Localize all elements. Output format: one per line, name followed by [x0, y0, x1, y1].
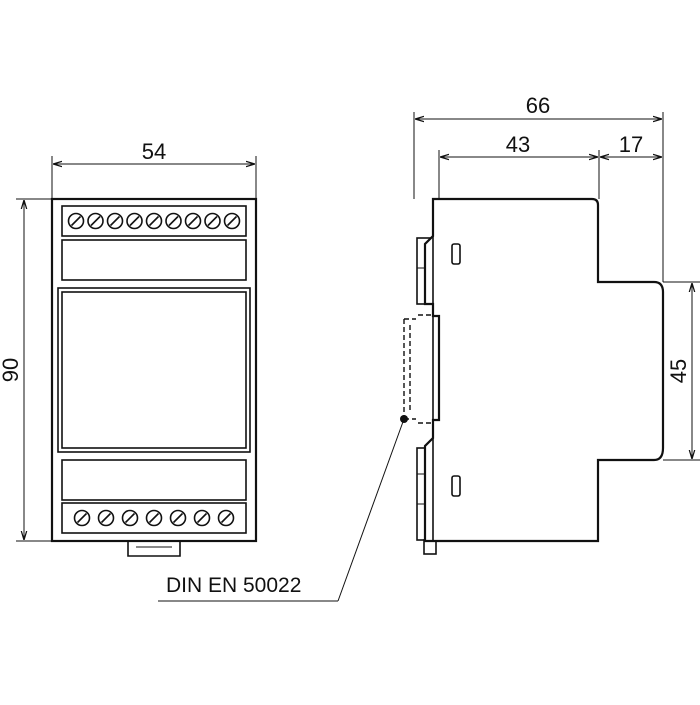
terminal-screw [184, 212, 202, 230]
terminal-screw [145, 212, 163, 230]
screw-slot [90, 215, 101, 227]
screw-slot [100, 512, 112, 524]
body-depth-label: 43 [506, 132, 530, 157]
front-height-label: 45 [666, 359, 691, 383]
screw-slot [226, 215, 238, 227]
din-rail-annotation: DIN EN 50022 [166, 574, 301, 597]
top-terminal-row [67, 212, 241, 230]
upper-label-plate [61, 239, 247, 281]
front-window-inner [61, 291, 247, 449]
screw-slot [76, 512, 88, 524]
terminal-screw [217, 509, 235, 527]
terminal-screw [204, 212, 221, 230]
screw-slot [70, 215, 82, 227]
screw-slot [207, 215, 218, 227]
screw-slot [220, 512, 232, 524]
leader-line [337, 418, 405, 602]
terminal-screw [193, 509, 211, 527]
terminal-screw [97, 509, 115, 527]
terminal-screw [106, 212, 124, 230]
screw-slot [148, 512, 160, 524]
terminal-screw [145, 509, 163, 527]
bottom-terminal-strip [61, 502, 247, 534]
screw-slot [187, 215, 199, 227]
terminal-screw [73, 509, 91, 527]
screw-slot [109, 215, 121, 227]
din-clip [127, 541, 181, 557]
vent-slot [451, 243, 461, 265]
height-dimension-label: 90 [0, 358, 23, 382]
terminal-screw [126, 212, 143, 230]
front-housing-outline [50, 197, 258, 543]
terminal-screw [121, 509, 139, 527]
screw-slot [148, 215, 160, 227]
terminal-screw [67, 212, 85, 230]
screw-slot [124, 512, 136, 524]
bottom-terminal-row [73, 509, 235, 527]
screw-slot [172, 512, 184, 524]
width-dimension-label: 54 [142, 139, 166, 164]
terminal-screw [87, 212, 104, 230]
screw-slot [168, 215, 179, 227]
front-view: 54 90 [0, 139, 258, 557]
front-window-outer [57, 287, 251, 453]
lower-label-plate [61, 459, 247, 501]
side-view: DIN EN 50022 66 43 17 45 [158, 93, 700, 602]
terminal-screw [165, 212, 182, 230]
vent-slot [451, 475, 461, 497]
screw-slot [129, 215, 140, 227]
top-terminal-strip [61, 205, 247, 237]
terminal-screw [223, 212, 241, 230]
din-rail-outline [403, 314, 432, 424]
terminal-screw [169, 509, 187, 527]
screw-slot [196, 512, 208, 524]
total-depth-label: 66 [526, 93, 550, 118]
front-depth-label: 17 [619, 132, 643, 157]
